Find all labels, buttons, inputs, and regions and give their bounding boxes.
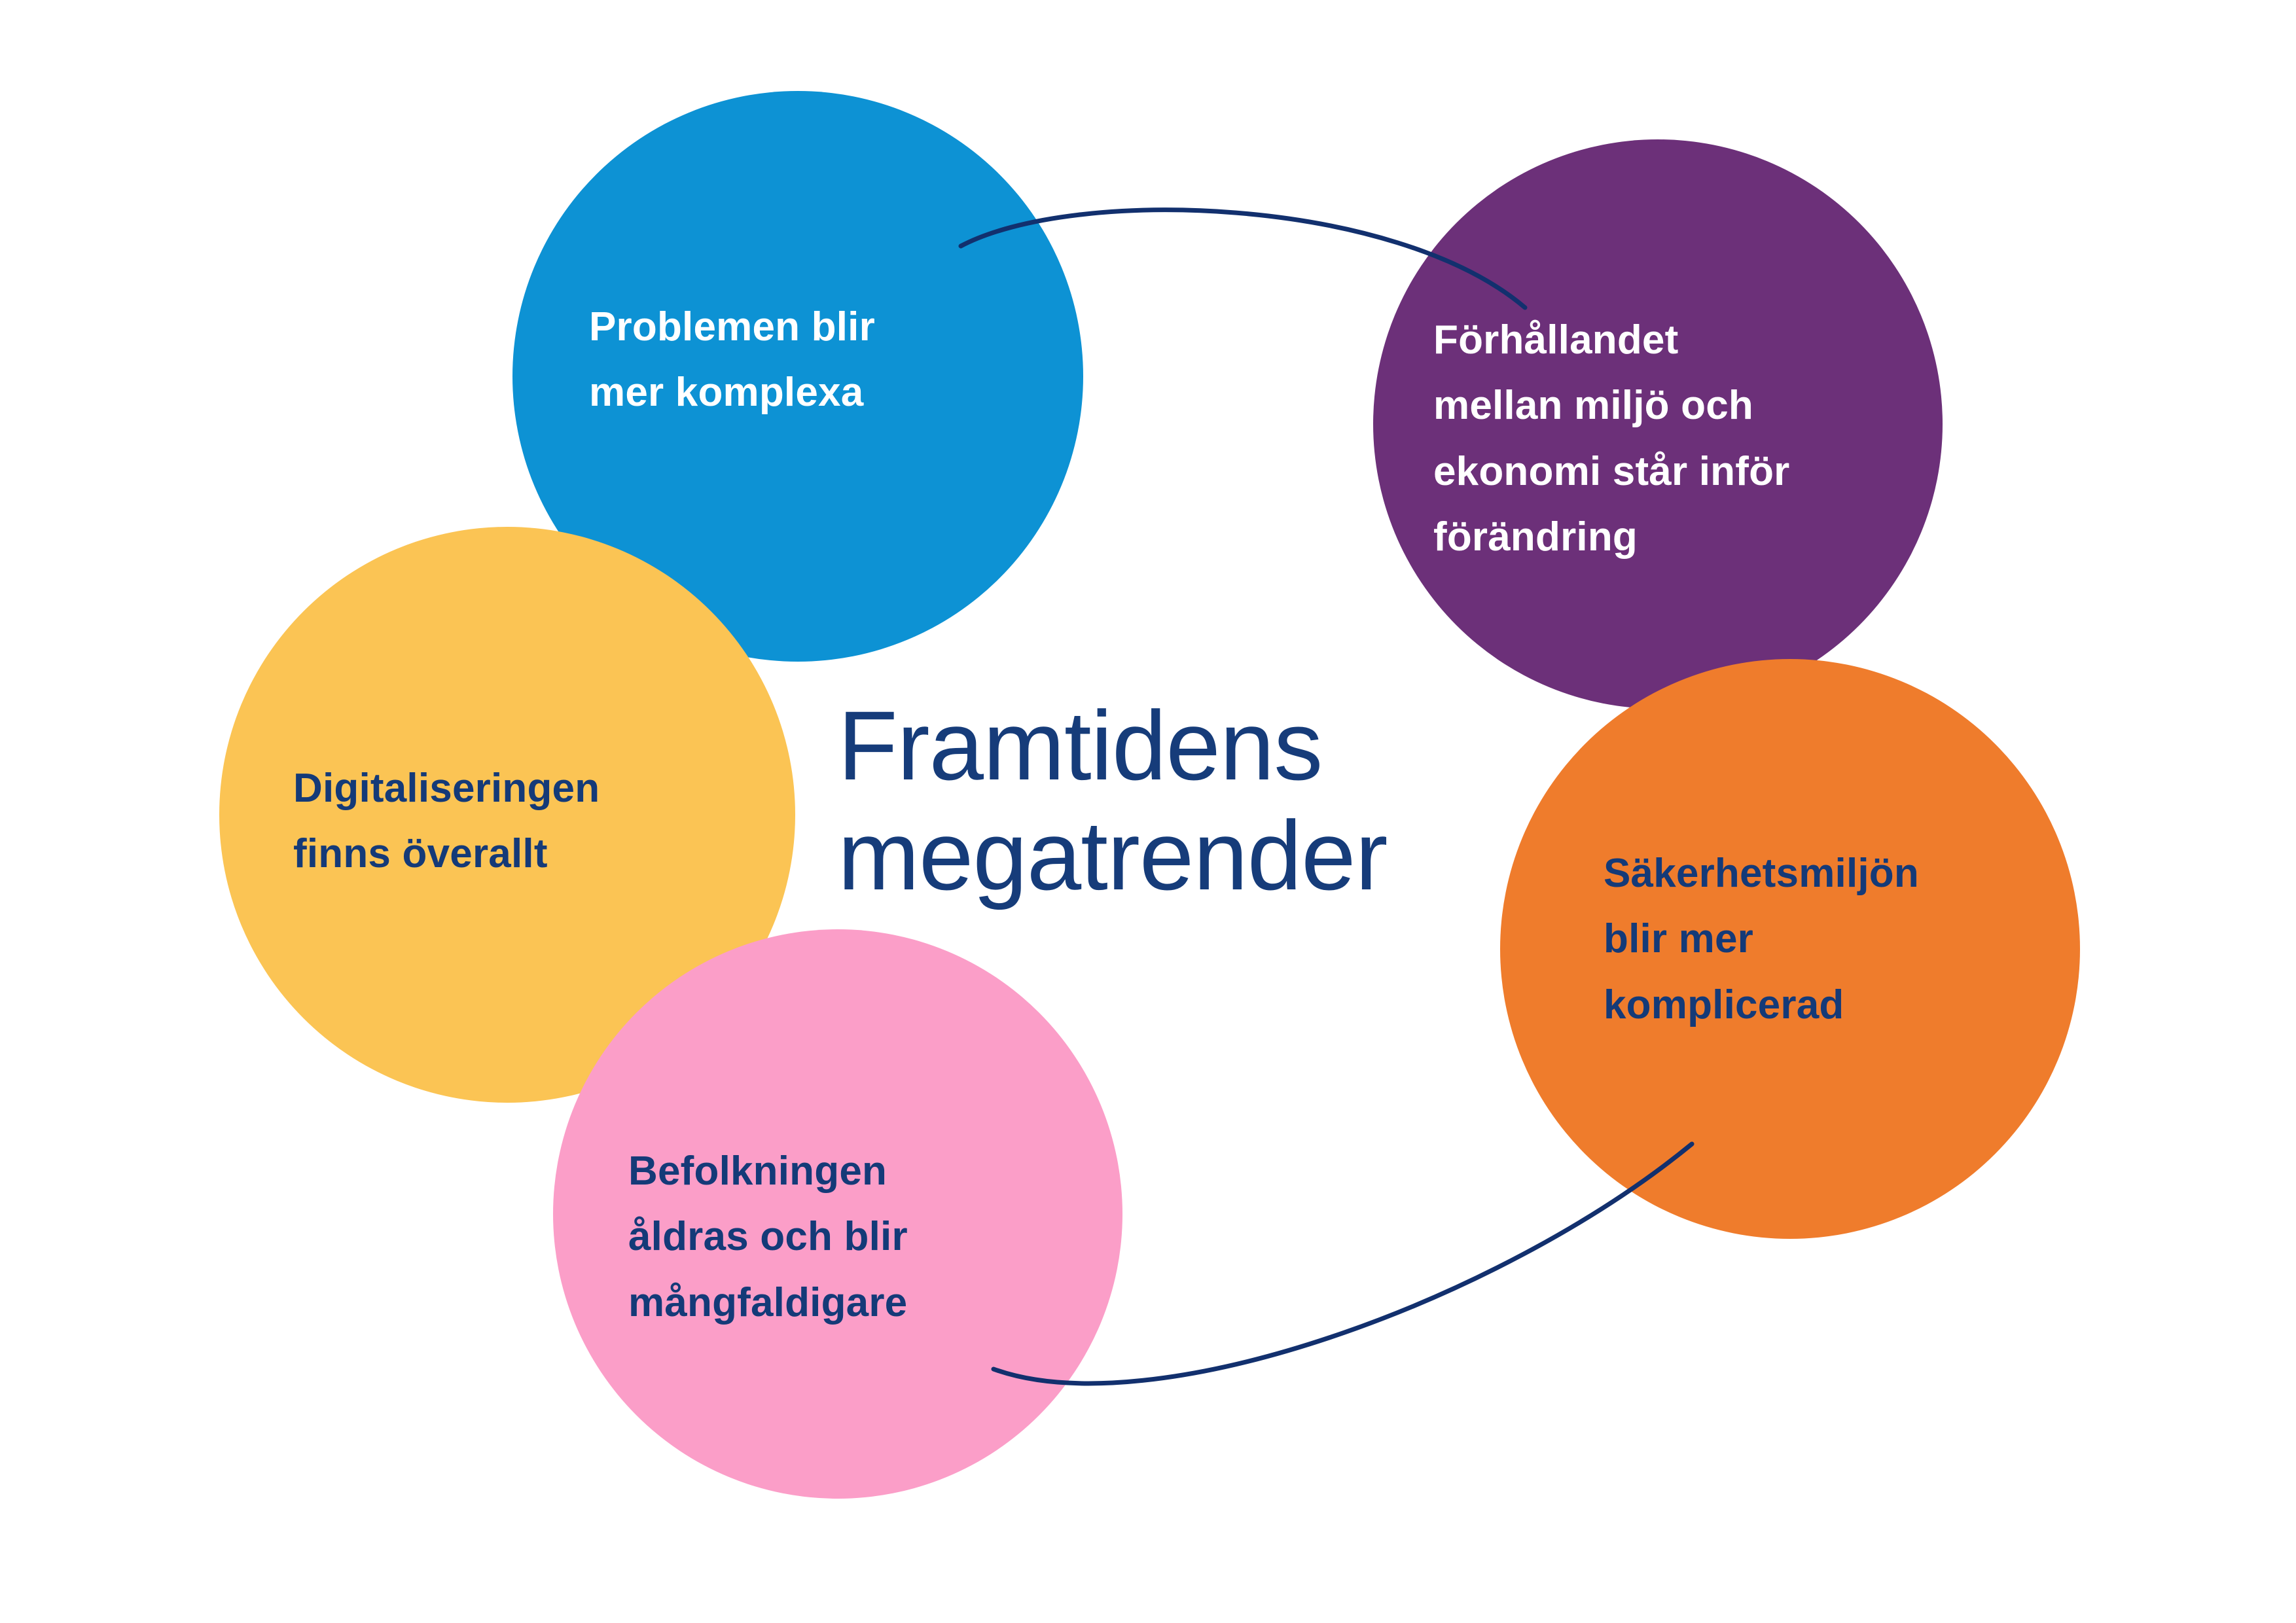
bubble-label-environment: Förhållandet mellan miljö och ekonomi st… <box>1433 317 1790 560</box>
bubble-circle-security[interactable] <box>1500 659 2080 1239</box>
bubble-circle-environment[interactable] <box>1373 139 1943 709</box>
bubble-label-security: Säkerhetsmiljön blir mer komplicerad <box>1604 851 1919 1027</box>
connector-arc-bottom <box>991 1141 1695 1386</box>
bubble-circles <box>219 91 2080 1499</box>
bubble-circle-complexity[interactable] <box>512 91 1083 662</box>
connector-arc-top <box>958 207 1528 310</box>
bubble-circle-population[interactable] <box>553 929 1122 1499</box>
bubble-circle-digitalisation[interactable] <box>219 527 795 1103</box>
bubble-label-digitalisation: Digitaliseringen finns överallt <box>293 766 600 877</box>
bubble-label-complexity: Problemen blir mer komplexa <box>589 304 875 416</box>
page-title: Framtidens megatrender <box>838 690 1388 910</box>
bubble-label-population: Befolkningen åldras och blir mångfaldiga… <box>628 1149 908 1325</box>
